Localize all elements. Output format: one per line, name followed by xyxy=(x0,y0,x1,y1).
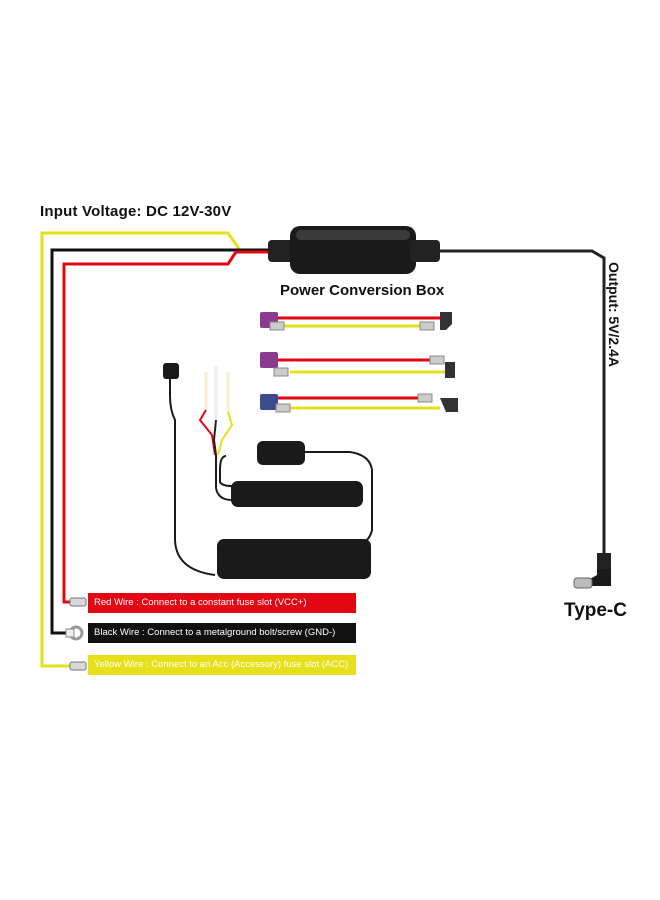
input-voltage-label: Input Voltage: DC 12V-30V xyxy=(40,203,232,220)
red-wire xyxy=(62,250,280,604)
power-conversion-box-label: Power Conversion Box xyxy=(280,282,445,299)
fuse-tap-3 xyxy=(260,393,458,413)
power-conversion-box xyxy=(268,226,440,274)
coiled-cable-kit xyxy=(163,363,373,579)
yellow-terminal xyxy=(69,661,87,671)
ring-terminal xyxy=(65,625,84,641)
yellow-wire-caption: Yellow Wire : Connect to an Acc (Accesso… xyxy=(88,655,356,675)
yellow-wire xyxy=(40,231,242,668)
output-label: Output: 5V/2.4A xyxy=(606,262,622,368)
type-c-label: Type-C xyxy=(564,600,627,621)
red-wire-caption: Red Wire : Connect to a constant fuse sl… xyxy=(88,593,356,613)
black-wire-caption: Black Wire : Connect to a metalground bo… xyxy=(88,623,356,643)
fuse-tap-2 xyxy=(260,352,455,378)
fuse-tap-1 xyxy=(260,312,452,331)
type-c-connector xyxy=(573,553,611,589)
black-wire xyxy=(50,248,280,635)
output-cable xyxy=(440,249,606,556)
red-terminal xyxy=(69,597,87,607)
